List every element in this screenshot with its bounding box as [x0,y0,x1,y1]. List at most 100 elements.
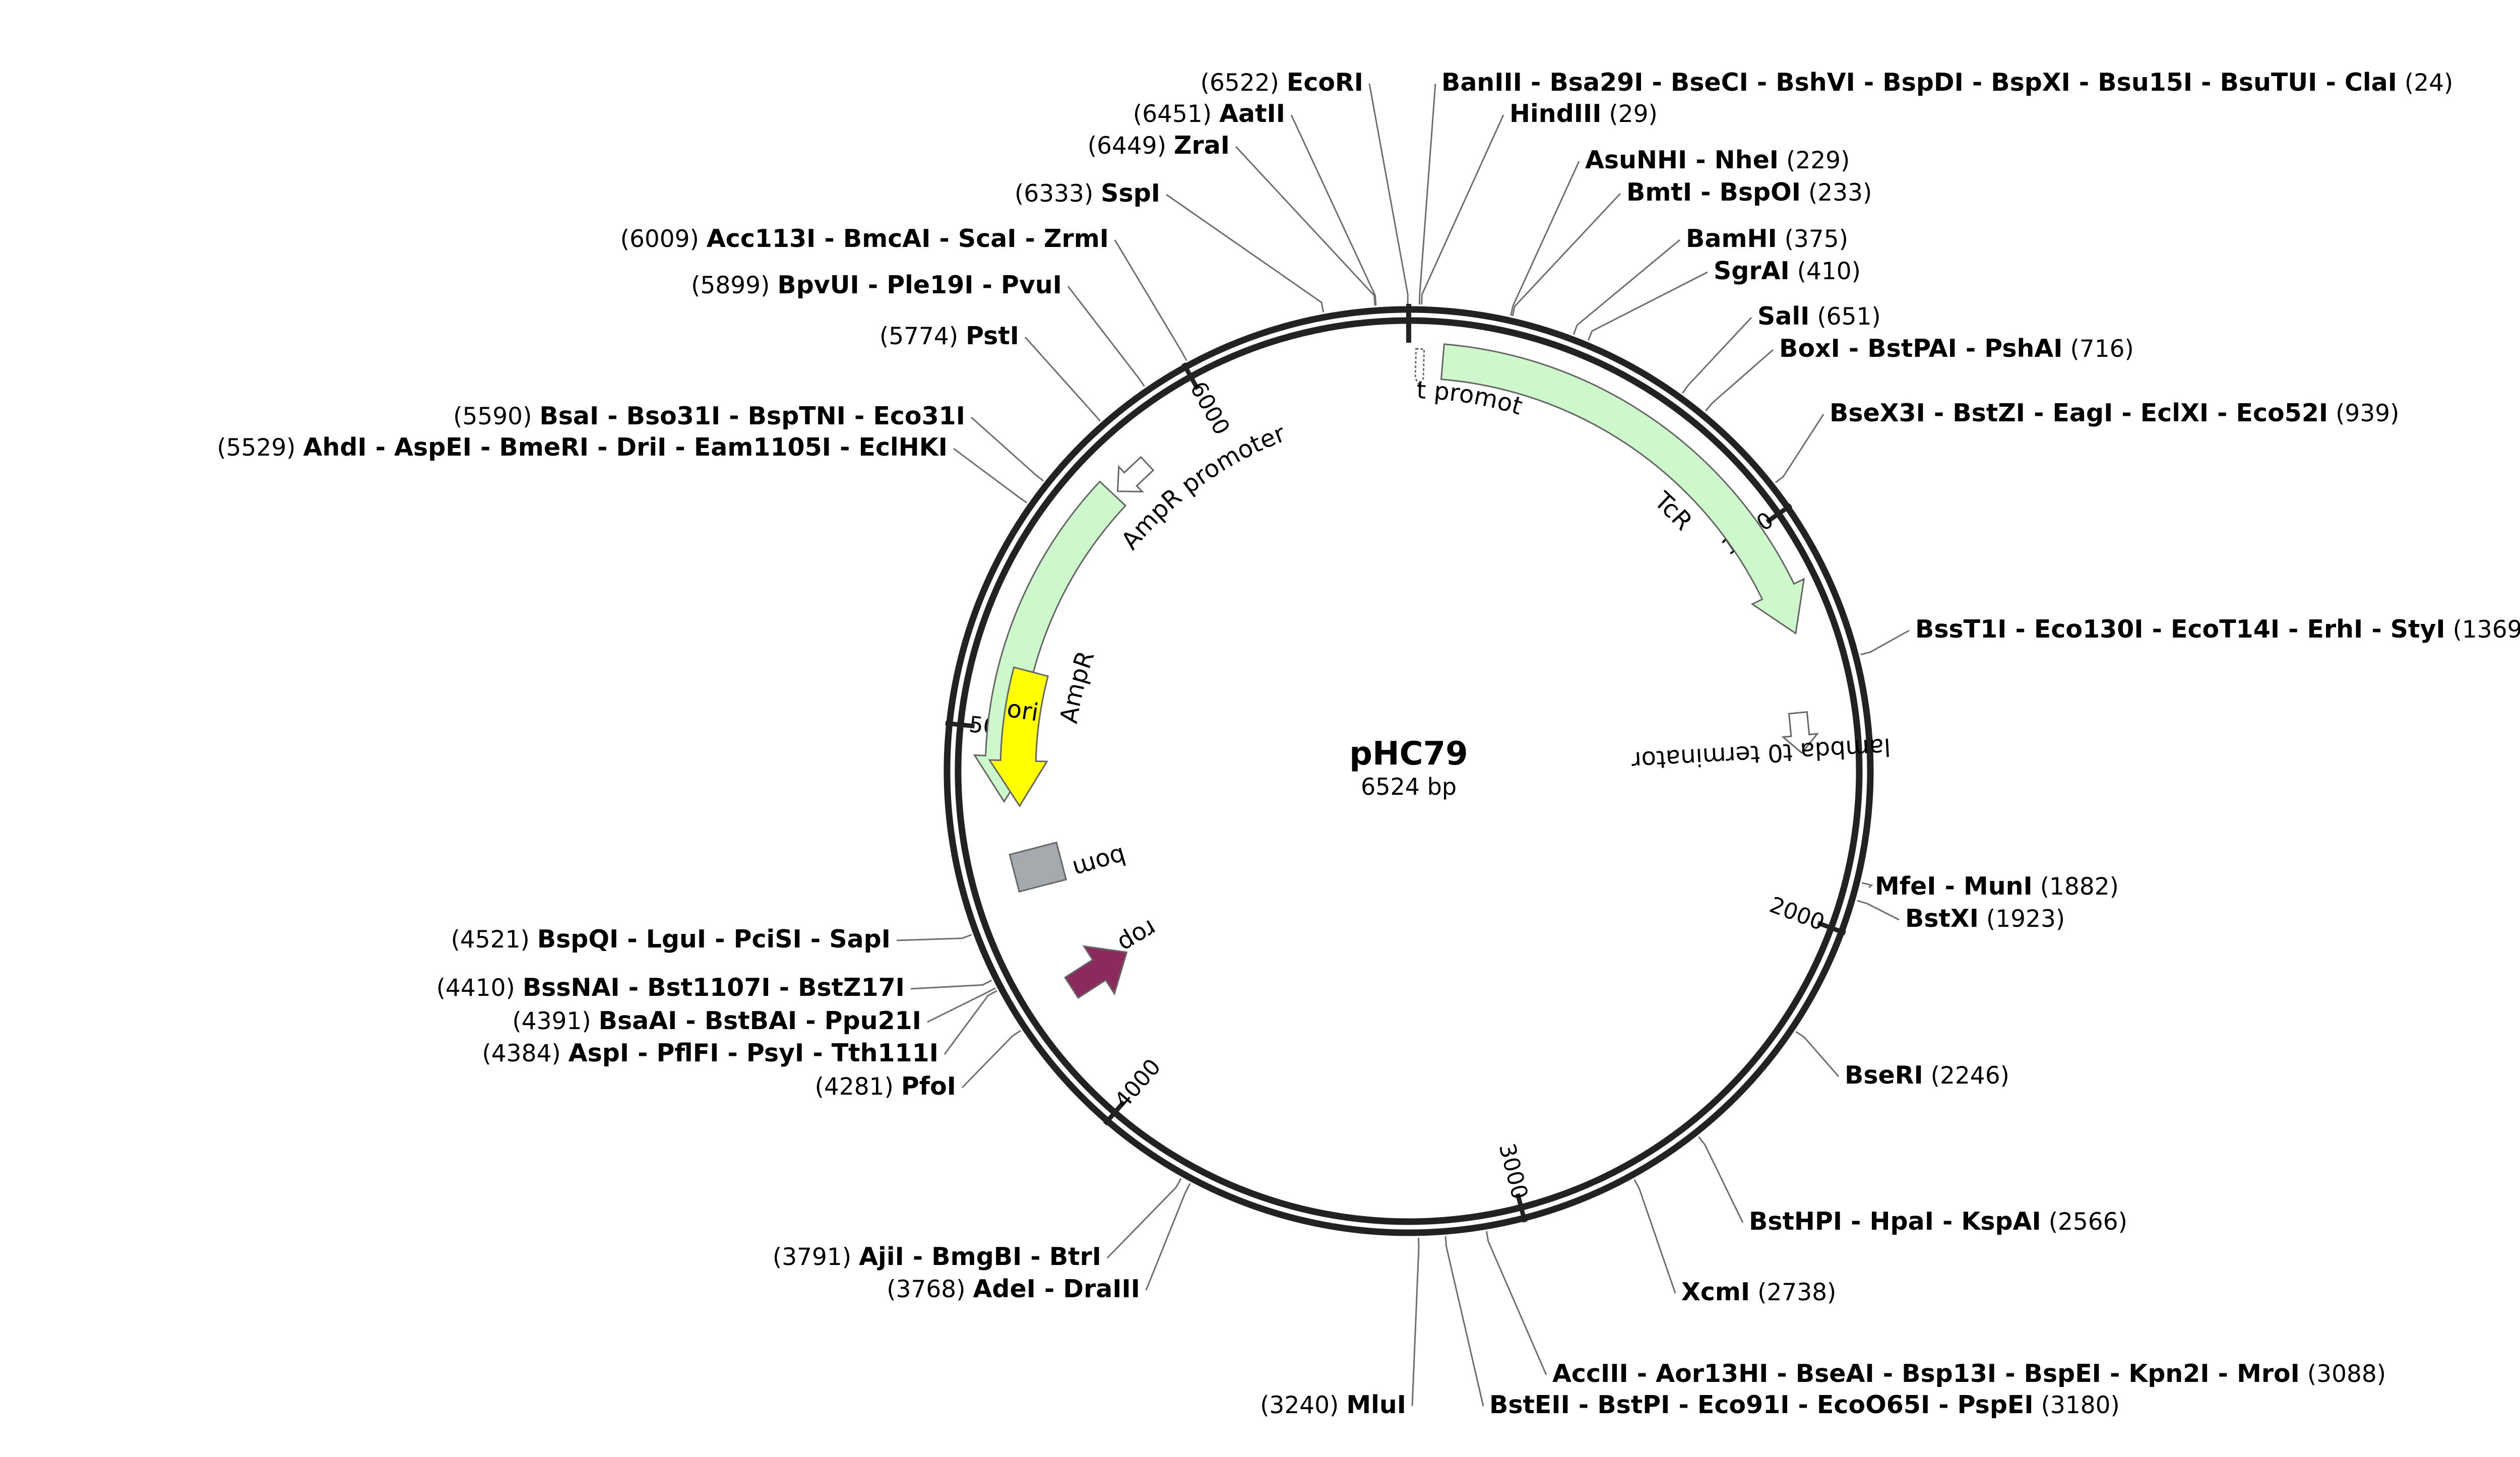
site-enzymes: SspI [1101,179,1160,208]
site-position: (1369) [2445,616,2520,644]
restriction-site-label[interactable]: (4521) BspQI - LguI - PciSI - SapI [451,925,891,954]
restriction-site-label[interactable]: (3768) AdeI - DraIII [887,1275,1140,1303]
restriction-site-label[interactable]: (4410) BssNAI - Bst1107I - BstZ17I [436,973,905,1002]
site-position: (3791) [773,1243,859,1271]
restriction-site-label[interactable]: MfeI - MunI (1882) [1875,872,2119,901]
site-enzymes: BstHPI - HpaI - KspAI [1749,1207,2041,1236]
site-position: (6333) [1015,180,1101,208]
restriction-site-label[interactable]: (5774) PstI [879,322,1019,350]
site-position: (229) [1779,147,1850,174]
site-leader-line [961,1030,1022,1089]
site-enzymes: AccIII - Aor13HI - BseAI - Bsp13I - BspE… [1552,1359,2300,1388]
feature-tcr[interactable] [1440,343,1805,635]
restriction-site-label[interactable]: (5529) AhdI - AspEI - BmeRI - DriI - Eam… [217,433,948,462]
restriction-site-label[interactable]: BseX3I - BstZI - EagI - EclXI - Eco52I (… [1830,399,2399,427]
feature-tet-promoter[interactable] [1414,348,1425,387]
site-leader-line [1368,83,1409,305]
site-leader-line [1166,194,1325,312]
site-enzymes: Acc113I - BmcAI - ScaI - ZrmI [707,224,1109,253]
site-position: (651) [1809,303,1880,331]
site-leader-line [1411,1237,1420,1407]
site-enzymes: ZraI [1174,131,1230,160]
feature-ampr-promoter[interactable] [1106,451,1159,503]
plasmid-name: pHC79 [1349,735,1468,773]
restriction-site-label[interactable]: BstEII - BstPI - Eco91I - EcoO65I - PspE… [1489,1390,2120,1419]
restriction-site-label[interactable]: SalI (651) [1757,302,1881,331]
restriction-site-label[interactable]: HindIII (29) [1509,99,1658,128]
restriction-site-label[interactable]: BanIII - Bsa29I - BseCI - BshVI - BspDI … [1441,68,2453,97]
site-leader-line [1235,146,1376,306]
feature-ampr[interactable] [973,480,1127,803]
site-leader-line [943,990,997,1055]
site-enzymes: BoxI - BstPAI - PshAI [1779,334,2063,363]
feature-label: lambda t0 terminator [1630,732,1891,775]
restriction-site-label[interactable]: (6009) Acc113I - BmcAI - ScaI - ZrmI [620,224,1109,253]
site-enzymes: BpvUI - Ple19I - PvuI [777,271,1062,299]
site-position: (2246) [1923,1062,2009,1090]
site-position: (5899) [691,272,777,299]
feature-lambda-t0-terminator[interactable] [1781,711,1819,754]
scale-tick-mark [1181,362,1200,391]
restriction-site-label[interactable]: BstHPI - HpaI - KspAI (2566) [1749,1207,2127,1236]
site-position: (4410) [436,974,523,1002]
site-position: (4521) [451,926,537,954]
site-enzymes: BsaAI - BstBAI - Ppu21I [599,1006,921,1035]
feature-rop[interactable] [1056,928,1142,1011]
plasmid-backbone [943,304,1874,1236]
site-position: (5774) [879,323,966,350]
restriction-site-label[interactable]: SgrAI (410) [1714,257,1861,285]
feature-label: ori [1005,694,1040,727]
site-enzymes: EcoRI [1287,68,1363,97]
restriction-site-label[interactable]: (5899) BpvUI - Ple19I - PvuI [691,271,1062,299]
site-leader-line [1698,1136,1744,1223]
site-leader-line [1485,1231,1547,1375]
site-leader-line [1572,239,1680,335]
restriction-site-label[interactable]: BseRI (2246) [1845,1061,2009,1090]
restriction-site-label[interactable]: AccIII - Aor13HI - BseAI - Bsp13I - BspE… [1552,1359,2386,1388]
restriction-site-label[interactable]: (6449) ZraI [1088,131,1230,160]
restriction-site-label[interactable]: BmtI - BspOI (233) [1626,178,1872,207]
restriction-site-label[interactable]: (6451) AatII [1133,99,1285,128]
site-position: (375) [1777,225,1848,253]
site-position: (3240) [1260,1391,1346,1419]
restriction-site-label[interactable]: (4281) PfoI [815,1072,956,1101]
feature-bom[interactable] [1009,841,1067,893]
site-leader-lines [896,83,1910,1407]
restriction-site-labels: (6522) EcoRI(6451) AatII (6449) ZraI (6333… [217,68,2520,1419]
site-enzymes: AsuNHI - NheI [1585,146,1779,174]
scale-tick-label: 4000 [1110,1054,1166,1114]
site-leader-line [1418,83,1436,305]
site-enzymes: BssT1I - Eco130I - EcoT14I - ErhI - StyI [1915,615,2445,644]
scale-tick-label: 2000 [1766,892,1828,936]
site-leader-line [971,416,1044,482]
restriction-site-label[interactable]: (6522) EcoRI [1201,68,1363,97]
site-position: (6449) [1088,132,1174,160]
site-position: (5590) [453,403,539,430]
site-enzymes: SalI [1757,302,1809,331]
site-enzymes: BspQI - LguI - PciSI - SapI [537,925,891,954]
restriction-site-label[interactable]: (4384) AspI - PflFI - PsyI - Tth111I [482,1039,938,1067]
site-enzymes: XcmI [1681,1278,1750,1306]
restriction-site-label[interactable]: BstXI (1923) [1905,904,2065,933]
restriction-site-label[interactable]: (3240) MluI [1260,1390,1406,1419]
restriction-site-label[interactable]: (5590) BsaI - Bso31I - BspTNI - Eco31I [453,402,965,430]
restriction-site-label[interactable]: BoxI - BstPAI - PshAI (716) [1779,334,2134,363]
feature-ori[interactable] [988,666,1049,808]
site-enzymes: PstI [966,322,1019,350]
restriction-site-label[interactable]: XcmI (2738) [1681,1278,1836,1306]
restriction-site-label[interactable]: (4391) BsaAI - BstBAI - Ppu21I [512,1006,921,1035]
site-leader-line [1633,1179,1676,1294]
site-leader-line [1682,316,1752,394]
site-leader-line [1775,414,1824,483]
scale-tick-mark [1817,921,1846,935]
restriction-site-label[interactable]: AsuNHI - NheI (229) [1585,146,1850,174]
site-leader-line [1421,114,1504,305]
restriction-site-label[interactable]: BssT1I - Eco130I - EcoT14I - ErhI - StyI… [1915,615,2520,644]
restriction-site-label[interactable]: (3791) AjiI - BmgBI - BtrI [773,1242,1101,1271]
restriction-site-label[interactable]: (6333) SspI [1015,179,1160,208]
site-enzymes: AjiI - BmgBI - BtrI [859,1242,1101,1271]
site-enzymes: AhdI - AspEI - BmeRI - DriI - Eam1105I -… [303,433,948,462]
site-position: (1882) [2033,873,2119,901]
restriction-site-label[interactable]: BamHI (375) [1686,224,1848,253]
